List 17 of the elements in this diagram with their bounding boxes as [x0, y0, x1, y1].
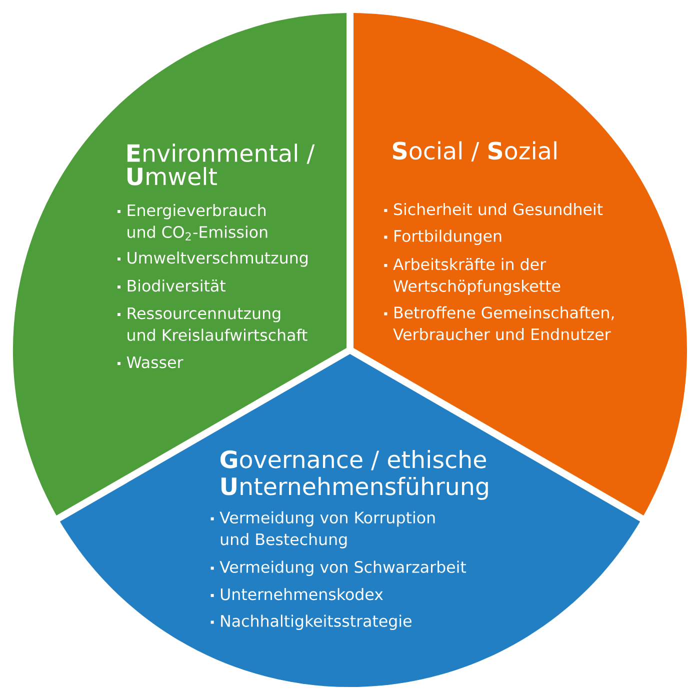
- pie-sector: [60, 354, 640, 688]
- list-item: Wasser: [126, 356, 184, 368]
- list-item: Ressourcennutzung und Kreislaufwirtschaft: [128, 307, 308, 341]
- sector-heading: Environmental / Umwelt: [127, 144, 315, 186]
- list-item: Umweltverschmutzung: [128, 252, 308, 267]
- list-item: Biodiversität: [128, 280, 226, 292]
- list-item: Arbeitskräfte in der Wertschöpfungskette: [393, 258, 560, 296]
- list-item: Vermeidung von Schwarzarbeit: [220, 560, 466, 576]
- list-item: Vermeidung von Korruption und Bestechung: [220, 511, 435, 548]
- list-item: Betroffene Gemeinschaften, Verbraucher und Endnutzer: [393, 306, 614, 340]
- list-item: Nachhaltigkeitsstrategie: [221, 614, 412, 630]
- list-item: Fortbildungen: [394, 230, 502, 245]
- sector-heading: Governance / ethische Unternehmensführung: [220, 450, 488, 500]
- list-item: Energieverbrauch und CO$_{2}$-Emission: [128, 204, 268, 240]
- list-item: Unternehmenskodex: [220, 588, 383, 600]
- sector-heading: Social / Sozial: [392, 141, 556, 162]
- list-item: Sicherheit und Gesundheit: [394, 203, 603, 216]
